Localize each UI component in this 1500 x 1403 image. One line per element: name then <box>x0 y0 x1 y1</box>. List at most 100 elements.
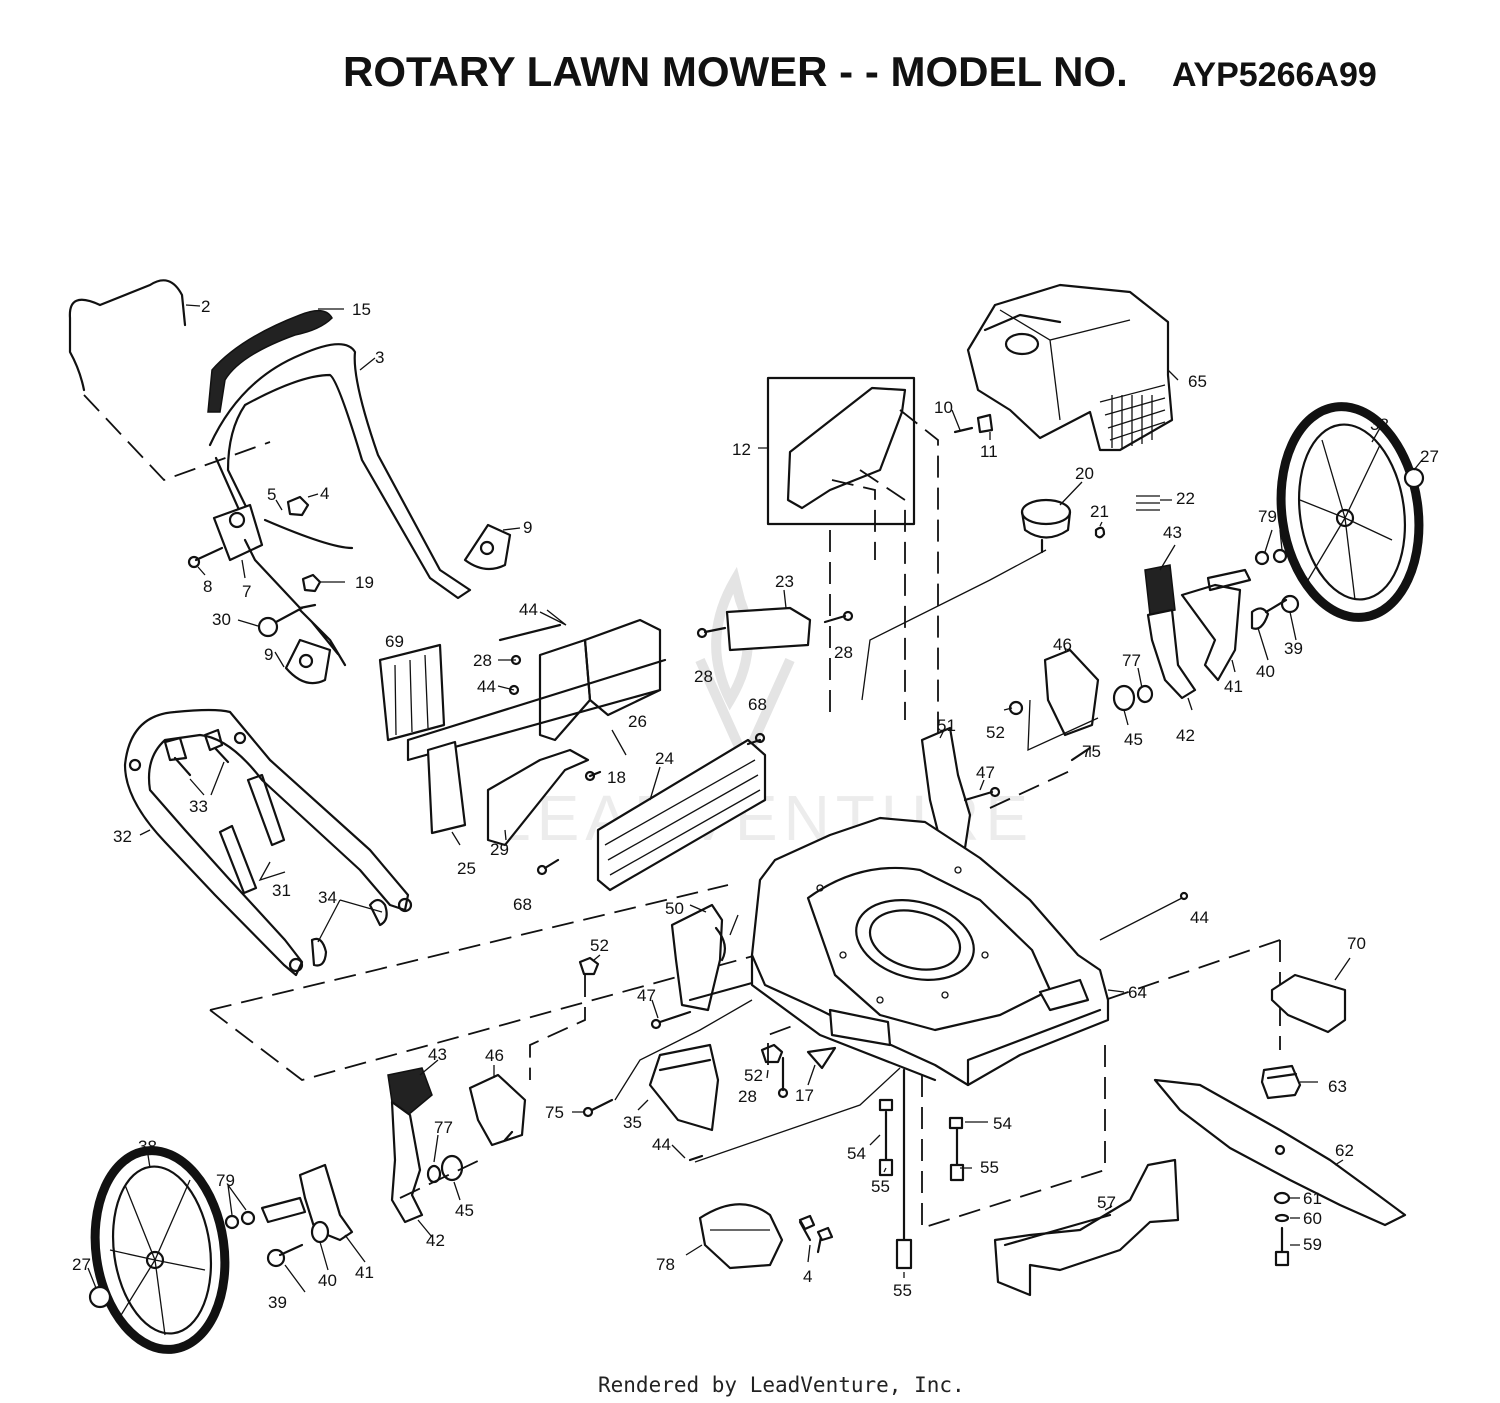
callout-75: 75 <box>1082 742 1101 761</box>
callout-60: 60 <box>1303 1209 1322 1228</box>
callout-39: 39 <box>268 1293 287 1312</box>
handle-assembly <box>68 279 521 685</box>
callout-44: 44 <box>477 677 496 696</box>
callout-labels: 2 15 3 5 4 9 8 7 19 30 9 69 44 28 44 26 … <box>72 297 1439 1312</box>
height-adjuster-right <box>1112 529 1300 726</box>
callout-21: 21 <box>1090 502 1109 521</box>
callout-4: 4 <box>803 1267 812 1286</box>
callout-45: 45 <box>455 1201 474 1220</box>
callout-23: 23 <box>775 572 794 591</box>
callout-28: 28 <box>834 643 853 662</box>
callout-20: 20 <box>1075 464 1094 483</box>
callout-3: 3 <box>375 348 384 367</box>
callout-46: 46 <box>1053 635 1072 654</box>
callout-35: 35 <box>623 1113 642 1132</box>
callout-17: 17 <box>795 1086 814 1105</box>
callout-33: 33 <box>189 797 208 816</box>
callout-46: 46 <box>485 1046 504 1065</box>
callout-50: 50 <box>665 899 684 918</box>
deck-fasteners-left <box>760 1024 837 1099</box>
callout-52: 52 <box>590 936 609 955</box>
callout-47: 47 <box>637 986 656 1005</box>
callout-40: 40 <box>318 1271 337 1290</box>
callout-61: 61 <box>1303 1189 1322 1208</box>
handle-deck-connection <box>209 884 758 1081</box>
callout-19: 19 <box>355 573 374 592</box>
callout-55: 55 <box>871 1177 890 1196</box>
callout-55: 55 <box>893 1281 912 1300</box>
callout-9: 9 <box>523 518 532 537</box>
callout-27: 27 <box>72 1255 91 1274</box>
axle-left <box>224 1163 366 1293</box>
callout-62: 62 <box>1335 1141 1354 1160</box>
callout-29: 29 <box>490 840 509 859</box>
callout-8: 8 <box>203 577 212 596</box>
wheel-left <box>87 1146 230 1354</box>
callout-55: 55 <box>980 1158 999 1177</box>
bracket-left <box>650 903 754 1030</box>
callout-28: 28 <box>694 667 713 686</box>
callout-75: 75 <box>545 1103 564 1122</box>
callout-12: 12 <box>732 440 751 459</box>
callout-15: 15 <box>352 300 371 319</box>
callout-47: 47 <box>976 763 995 782</box>
callout-44: 44 <box>652 1135 671 1154</box>
callout-40: 40 <box>1256 662 1275 681</box>
lower-handle-assembly <box>123 708 413 977</box>
callout-79: 79 <box>1258 507 1277 526</box>
callout-68: 68 <box>748 695 767 714</box>
callout-38: 38 <box>1370 415 1389 434</box>
callout-41: 41 <box>1224 677 1243 696</box>
callout-77: 77 <box>434 1118 453 1137</box>
callout-42: 42 <box>426 1231 445 1250</box>
height-adjuster-left <box>387 1059 527 1238</box>
callout-11: 11 <box>980 442 998 461</box>
footer-credit: Rendered by LeadVenture, Inc. <box>598 1373 965 1397</box>
callout-68: 68 <box>513 895 532 914</box>
mulch-plug <box>993 1158 1180 1297</box>
callout-9: 9 <box>264 645 273 664</box>
callout-10: 10 <box>934 398 953 417</box>
page-title: ROTARY LAWN MOWER - - MODEL NO. AYP5266A… <box>343 48 1377 95</box>
callout-24: 24 <box>655 749 674 768</box>
callout-34: 34 <box>318 888 337 907</box>
callout-54: 54 <box>847 1144 866 1163</box>
misc-parts-bottom <box>685 1203 834 1270</box>
callout-64: 64 <box>1128 983 1147 1002</box>
callout-52: 52 <box>986 723 1005 742</box>
wheel-right <box>1276 402 1425 622</box>
callout-27: 27 <box>1420 447 1439 466</box>
mower-deck <box>750 816 1189 1087</box>
callout-32: 32 <box>113 827 132 846</box>
callout-22: 22 <box>1176 489 1195 508</box>
callout-52: 52 <box>744 1066 763 1085</box>
callout-70: 70 <box>1347 934 1366 953</box>
callout-51: 51 <box>937 716 956 735</box>
callout-77: 77 <box>1122 651 1141 670</box>
callout-42: 42 <box>1176 726 1195 745</box>
callout-59: 59 <box>1303 1235 1322 1254</box>
callout-65: 65 <box>1188 372 1207 391</box>
callout-18: 18 <box>607 768 626 787</box>
callout-63: 63 <box>1328 1077 1347 1096</box>
callout-26: 26 <box>628 712 647 731</box>
callout-38: 38 <box>138 1137 157 1156</box>
callout-69: 69 <box>385 632 404 651</box>
engine-assembly <box>758 283 1179 820</box>
callout-43: 43 <box>1163 523 1182 542</box>
callout-78: 78 <box>656 1255 675 1274</box>
deck-fasteners-center <box>869 939 1281 1278</box>
title-main: ROTARY LAWN MOWER - - MODEL NO. <box>343 48 1128 95</box>
callout-5: 5 <box>267 485 276 504</box>
callout-2: 2 <box>201 297 210 316</box>
callout-57: 57 <box>1097 1193 1116 1212</box>
callout-41: 41 <box>355 1263 374 1282</box>
callout-31: 31 <box>272 881 291 900</box>
callout-54: 54 <box>993 1114 1012 1133</box>
title-model-number: AYP5266A99 <box>1172 56 1377 94</box>
callout-28: 28 <box>738 1087 757 1106</box>
rear-door-assembly <box>378 589 854 892</box>
callout-43: 43 <box>428 1045 447 1064</box>
callout-7: 7 <box>242 582 251 601</box>
callout-30: 30 <box>212 610 231 629</box>
